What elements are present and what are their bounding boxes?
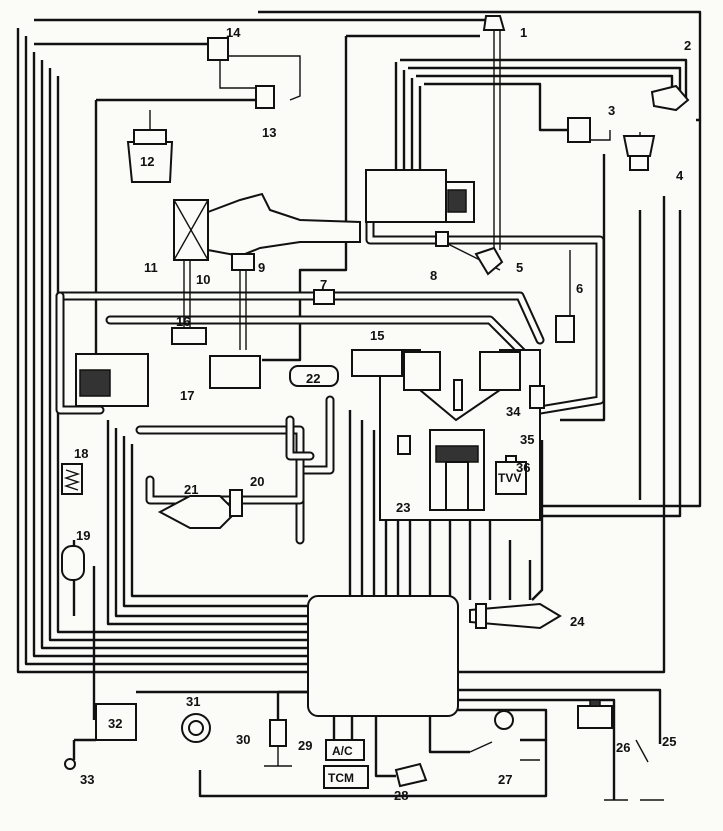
label-8: 8 bbox=[430, 268, 437, 283]
label-6: 6 bbox=[576, 281, 583, 296]
component-33 bbox=[64, 758, 76, 770]
idle-valve bbox=[435, 231, 449, 247]
label-4: 4 bbox=[676, 168, 684, 183]
component-2 bbox=[650, 84, 690, 112]
intake-system bbox=[173, 169, 504, 276]
label-1: 1 bbox=[520, 25, 527, 40]
components bbox=[61, 15, 690, 581]
label-9: 9 bbox=[258, 260, 265, 275]
component-27-indicator bbox=[494, 710, 514, 730]
label-24: 24 bbox=[570, 614, 585, 629]
label-36: 36 bbox=[516, 460, 530, 475]
component-7 bbox=[313, 289, 335, 305]
component-1 bbox=[482, 15, 506, 31]
label-27: 27 bbox=[498, 772, 512, 787]
egr-solenoids bbox=[209, 355, 261, 389]
label-25: 25 bbox=[662, 734, 676, 749]
component-19 bbox=[61, 545, 85, 581]
label-15: 15 bbox=[370, 328, 384, 343]
component-6 bbox=[555, 315, 575, 343]
label-5: 5 bbox=[516, 260, 523, 275]
label-12: 12 bbox=[140, 154, 154, 169]
air-flow-meter bbox=[231, 253, 255, 271]
label-16: 16 bbox=[176, 314, 190, 329]
battery-26 bbox=[577, 705, 613, 729]
label-21: 21 bbox=[184, 482, 198, 497]
component-4 bbox=[622, 135, 656, 157]
tcm-label: TCM bbox=[328, 771, 354, 785]
peripherals bbox=[64, 461, 664, 801]
component-22 bbox=[289, 365, 339, 387]
intake-runners bbox=[365, 169, 447, 223]
component-16 bbox=[171, 327, 207, 345]
tvv-box bbox=[495, 461, 527, 495]
ac-box bbox=[325, 739, 365, 761]
label-20: 20 bbox=[250, 474, 264, 489]
label-22: 22 bbox=[306, 371, 320, 386]
engine-control-unit bbox=[307, 595, 459, 717]
label-28: 28 bbox=[394, 788, 408, 803]
tps-sensor bbox=[474, 246, 504, 276]
piston bbox=[435, 445, 479, 463]
component-13 bbox=[255, 85, 275, 109]
label-33: 33 bbox=[80, 772, 94, 787]
label-26: 26 bbox=[616, 740, 630, 755]
label-7: 7 bbox=[320, 277, 327, 292]
ac-label: A/C bbox=[332, 744, 353, 758]
component-32 bbox=[95, 703, 137, 741]
label-29: 29 bbox=[298, 738, 312, 753]
label-35: 35 bbox=[520, 432, 534, 447]
label-13: 13 bbox=[262, 125, 276, 140]
label-34: 34 bbox=[506, 404, 521, 419]
distributor-24 bbox=[469, 602, 562, 630]
label-17: 17 bbox=[180, 388, 194, 403]
label-3: 3 bbox=[608, 103, 615, 118]
component-labels: 1 2 3 4 5 6 7 8 9 10 11 12 13 14 15 16 1… bbox=[74, 25, 691, 803]
label-23: 23 bbox=[396, 500, 410, 515]
component-34 bbox=[529, 385, 545, 409]
tcm-box bbox=[323, 765, 369, 789]
connecting-rod bbox=[445, 461, 469, 511]
label-19: 19 bbox=[76, 528, 90, 543]
spark-plug bbox=[453, 379, 463, 411]
label-31: 31 bbox=[186, 694, 200, 709]
component-28 bbox=[394, 762, 428, 788]
tvv-label: TVV bbox=[498, 471, 521, 485]
component-3 bbox=[567, 117, 591, 143]
label-18: 18 bbox=[74, 446, 88, 461]
exhaust-port bbox=[479, 351, 521, 391]
label-30: 30 bbox=[236, 732, 250, 747]
oxygen-sensor bbox=[229, 489, 243, 517]
component-14 bbox=[207, 37, 229, 61]
label-10: 10 bbox=[196, 272, 210, 287]
component-23 bbox=[397, 435, 411, 455]
label-32: 32 bbox=[108, 716, 122, 731]
intake-port bbox=[403, 351, 441, 391]
component-18 bbox=[61, 463, 83, 495]
label-11: 11 bbox=[144, 260, 158, 275]
component-15 bbox=[351, 349, 403, 377]
label-2: 2 bbox=[684, 38, 691, 53]
component-30 bbox=[269, 719, 287, 747]
label-14: 14 bbox=[226, 25, 241, 40]
